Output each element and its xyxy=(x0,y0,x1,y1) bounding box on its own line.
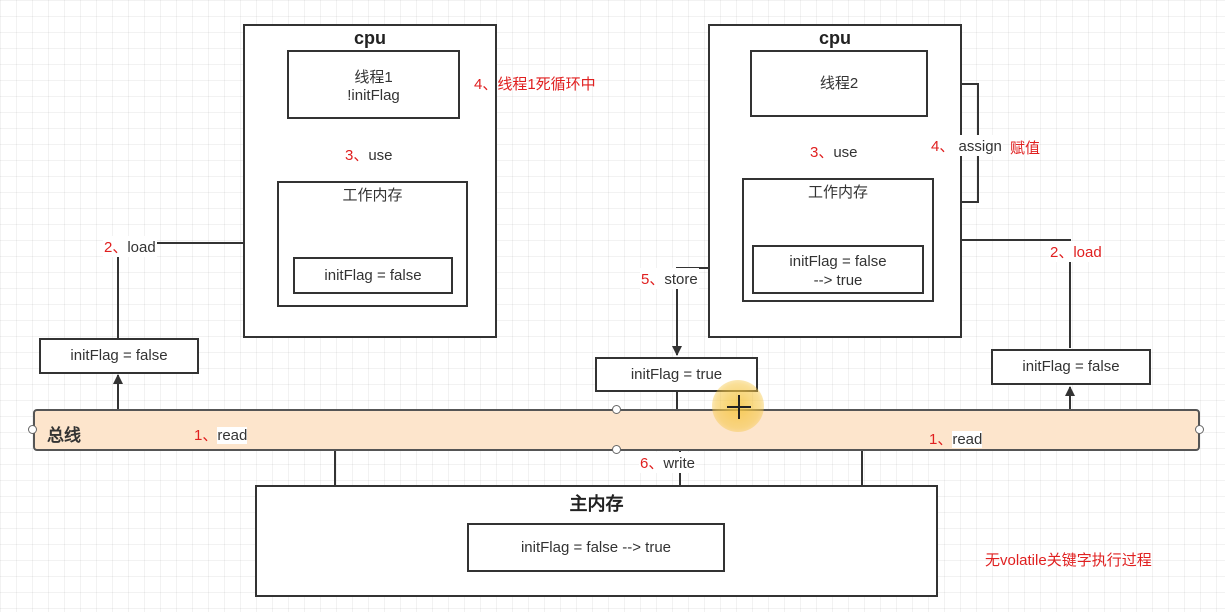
right-bus-value-text: initFlag = false xyxy=(1022,358,1120,375)
store-step: 5、 xyxy=(641,271,665,288)
thread-2-box: 线程2 xyxy=(750,50,928,117)
left-loop-note: 4、线程1死循环中 xyxy=(474,76,596,93)
main-memory-title: 主内存 xyxy=(569,494,624,514)
right-bus-value: initFlag = false xyxy=(991,349,1151,385)
left-load-step: 2、 xyxy=(104,239,128,256)
right-assign-note: 赋值 xyxy=(1010,140,1041,157)
write-step: 6、 xyxy=(640,455,664,472)
left-load-label: 2、load xyxy=(103,236,157,257)
bus-handle-bottom[interactable] xyxy=(612,445,621,454)
main-memory-value: initFlag = false --> true xyxy=(467,523,725,572)
right-load-line xyxy=(933,235,1071,348)
right-read-step: 1、 xyxy=(929,431,953,448)
left-use-step: 3、 xyxy=(345,147,369,164)
right-working-value: initFlag = false --> true xyxy=(752,245,924,294)
right-use-text: use xyxy=(833,144,858,161)
right-load-text: load xyxy=(1073,244,1102,261)
main-memory-value-text: initFlag = false --> true xyxy=(520,539,672,556)
write-label: 6、write xyxy=(639,452,697,473)
middle-bus-value: initFlag = true xyxy=(595,357,758,392)
middle-bus-value-text: initFlag = true xyxy=(630,366,723,383)
right-load-label: 2、load xyxy=(1049,241,1103,262)
cpu-left-title: cpu xyxy=(353,28,386,48)
left-read-step: 1、 xyxy=(194,427,218,444)
right-working-value-line1: initFlag = false xyxy=(789,253,887,270)
thread-1-condition: !initFlag xyxy=(347,87,400,104)
left-read-label: 1、read xyxy=(193,424,249,445)
bus-handle-left[interactable] xyxy=(28,425,37,434)
left-bus-value: initFlag = false xyxy=(39,338,199,374)
right-use-step: 3、 xyxy=(810,144,834,161)
diagram-caption: 无volatile关键字执行过程 xyxy=(985,552,1152,569)
left-working-memory-title: 工作内存 xyxy=(342,187,403,204)
right-assign-step: 4、 xyxy=(931,138,955,155)
store-text: store xyxy=(664,271,698,288)
left-use-text: use xyxy=(368,147,393,164)
thread-1-box: 线程1 !initFlag xyxy=(287,50,460,119)
store-label: 5、store xyxy=(640,268,699,289)
right-working-memory-title: 工作内存 xyxy=(807,184,868,201)
right-load-step: 2、 xyxy=(1050,244,1074,261)
cpu-right-title: cpu xyxy=(818,28,851,48)
right-use-label: 3、use xyxy=(809,141,859,162)
bus-handle-right[interactable] xyxy=(1195,425,1204,434)
right-assign-text: assign xyxy=(958,138,1002,155)
write-text: write xyxy=(663,455,696,472)
bus-handle-top[interactable] xyxy=(612,405,621,414)
left-read-text: read xyxy=(217,427,248,444)
right-read-text: read xyxy=(952,431,983,448)
left-working-value-text: initFlag = false xyxy=(324,267,422,284)
left-use-label: 3、use xyxy=(344,144,394,165)
right-read-label: 1、read xyxy=(928,428,984,449)
bus-label: 总线 xyxy=(47,426,81,445)
left-working-value: initFlag = false xyxy=(293,257,453,294)
right-working-value-line2: --> true xyxy=(813,272,863,289)
thread-1-name: 线程1 xyxy=(354,69,393,86)
thread-2-name: 线程2 xyxy=(819,75,859,92)
left-load-text: load xyxy=(127,239,156,256)
right-assign-label: 4、 assign xyxy=(930,135,1003,156)
left-bus-value-text: initFlag = false xyxy=(70,347,168,364)
move-cursor-icon xyxy=(727,395,751,419)
